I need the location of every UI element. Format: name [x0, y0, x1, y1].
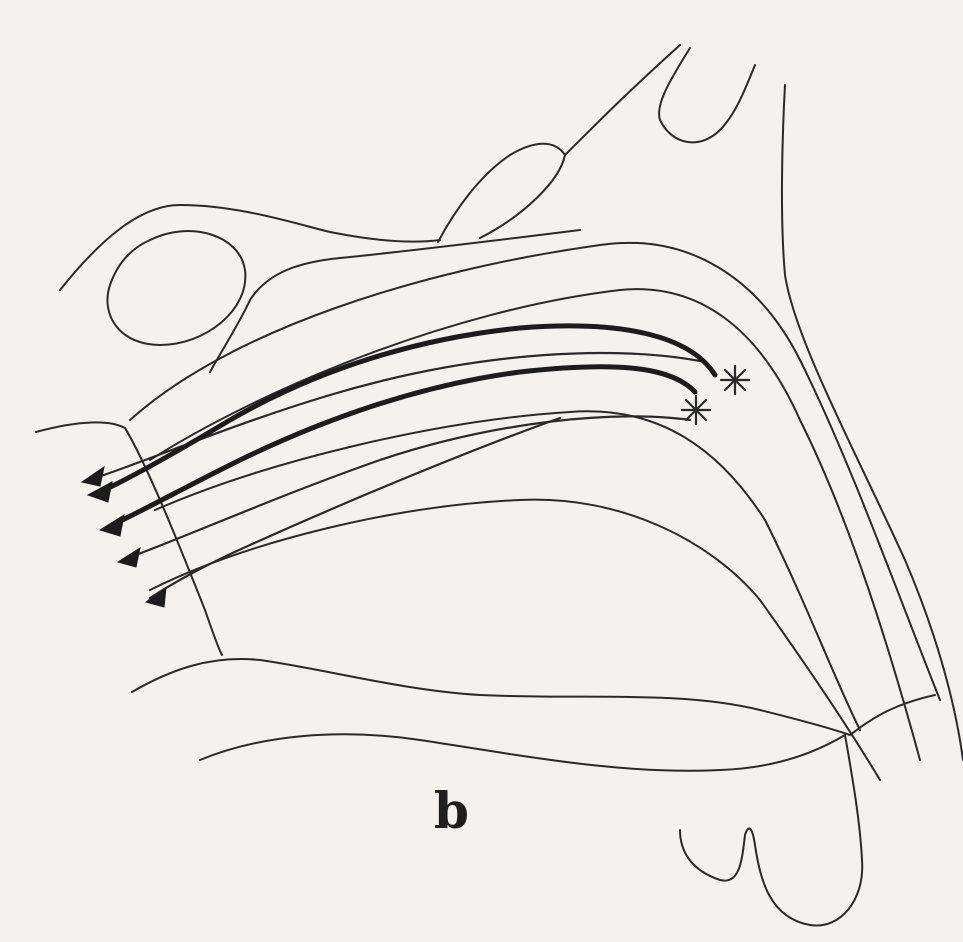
airflow-line-thick-2	[112, 367, 695, 525]
asterisk-upper	[721, 366, 749, 394]
middle-turbinate-line	[150, 289, 920, 760]
posterior-wall	[782, 85, 963, 760]
inferior-turbinate-line	[155, 411, 860, 730]
asterisk-lower	[682, 396, 710, 424]
palate-upper	[132, 659, 935, 735]
arrowhead-1	[82, 467, 104, 486]
arrowhead-4	[118, 548, 140, 567]
palate-lower	[200, 734, 862, 925]
sella-loop	[659, 48, 755, 142]
sinus-contour	[107, 231, 245, 345]
airflow-line-upper	[95, 353, 705, 478]
anatomy-outline	[36, 45, 963, 926]
frontal-contour	[60, 205, 440, 290]
arrowhead-5	[146, 588, 166, 607]
airflow-lines	[82, 326, 715, 607]
panel-label: b	[434, 786, 469, 836]
nostril-border	[36, 422, 222, 655]
airflow-line-thick-1	[100, 326, 715, 492]
arrowhead-3	[100, 515, 124, 536]
superior-turbinate-line	[130, 243, 940, 700]
upper-bump-contour	[438, 144, 565, 242]
